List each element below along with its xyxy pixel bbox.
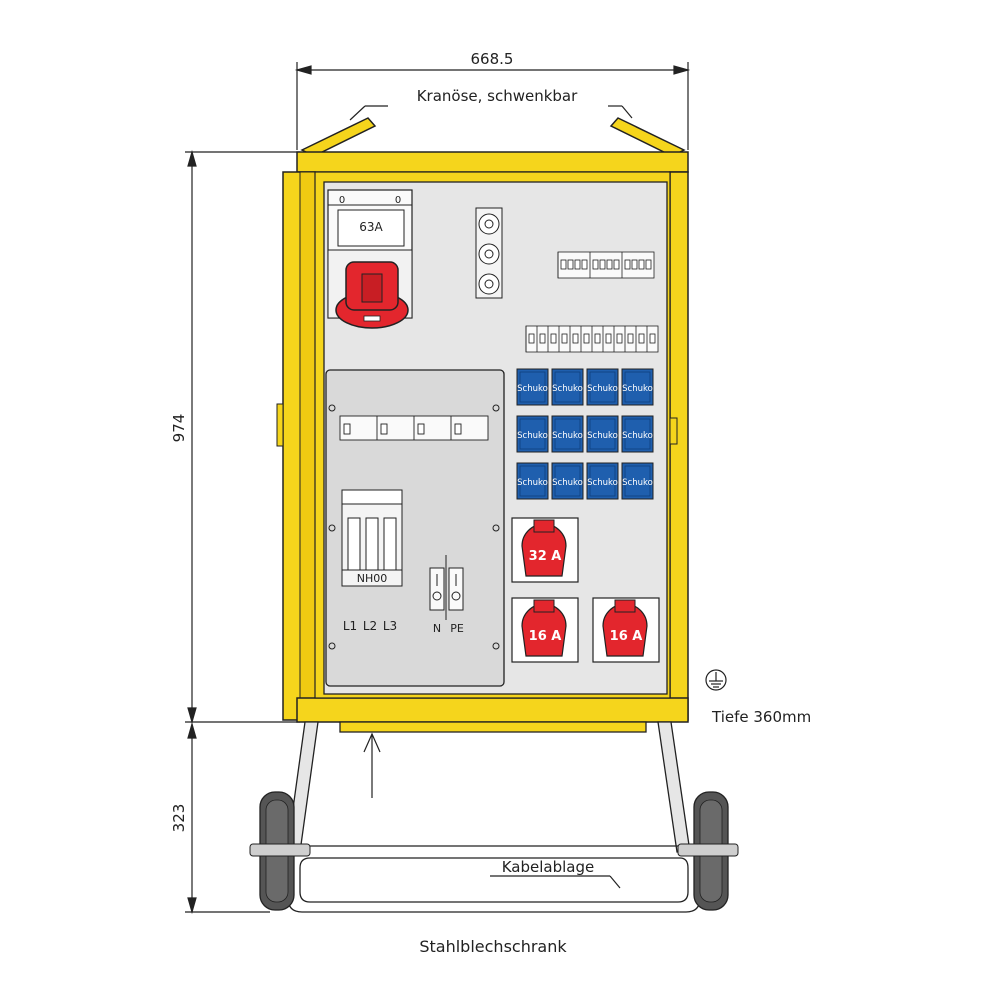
schuko-socket: Schuko xyxy=(516,462,549,500)
cee-label-16a-right: 16 A xyxy=(610,629,643,644)
cee-socket-32a xyxy=(511,517,579,583)
schuko-socket: Schuko xyxy=(621,415,654,453)
mcb-row xyxy=(525,325,659,353)
cable-tray-label: Kabelablage xyxy=(502,858,595,876)
schuko-label: Schuko xyxy=(587,478,618,488)
schuko-socket: Schuko xyxy=(551,462,584,500)
cee-label-16a-left: 16 A xyxy=(529,629,562,644)
main-breaker-63a xyxy=(327,189,413,329)
caption: Stahlblechschrank xyxy=(419,937,567,956)
schuko-socket: Schuko xyxy=(586,415,619,453)
cee-socket-16a-left xyxy=(511,597,579,663)
width-dimension xyxy=(294,62,691,150)
schuko-label: Schuko xyxy=(587,431,618,441)
ground-symbol-icon xyxy=(705,669,727,691)
trolley-frame xyxy=(286,721,701,913)
indicator-lamps xyxy=(475,207,503,299)
wheel-icon-left xyxy=(249,791,311,911)
rcd-row xyxy=(557,251,655,279)
cee-label-32a: 32 A xyxy=(529,549,562,564)
phase-l3: L3 xyxy=(383,619,397,633)
terminal-n: N xyxy=(433,622,441,635)
schuko-socket: Schuko xyxy=(516,415,549,453)
sub-panel-breakers xyxy=(339,415,489,441)
main-breaker-top-left: 0 xyxy=(339,195,345,206)
height-dimension xyxy=(185,149,300,915)
schuko-label: Schuko xyxy=(622,431,653,441)
main-breaker-rating: 63A xyxy=(359,220,383,234)
phase-l2: L2 xyxy=(363,619,377,633)
schuko-label: Schuko xyxy=(517,384,548,394)
schuko-socket: Schuko xyxy=(621,462,654,500)
fuse-base-label: NH00 xyxy=(357,572,388,585)
arrow-up-icon xyxy=(363,732,381,798)
terminal-block xyxy=(429,555,464,620)
schuko-label: Schuko xyxy=(552,384,583,394)
schuko-socket: Schuko xyxy=(551,368,584,406)
schuko-socket: Schuko xyxy=(586,462,619,500)
schuko-label: Schuko xyxy=(622,478,653,488)
height-cabinet-label: 974 xyxy=(170,414,188,443)
schuko-label: Schuko xyxy=(517,431,548,441)
crane-eye-right xyxy=(609,117,686,157)
main-breaker-top-right: 0 xyxy=(395,195,401,206)
depth-label: Tiefe 360mm xyxy=(711,708,811,726)
cable-tray-callout xyxy=(490,875,621,889)
width-label: 668.5 xyxy=(471,50,514,68)
schuko-label: Schuko xyxy=(552,478,583,488)
schuko-socket: Schuko xyxy=(621,368,654,406)
crane-eye-callout xyxy=(349,105,633,121)
crane-eye-label: Kranöse, schwenkbar xyxy=(417,87,578,105)
terminal-pe: PE xyxy=(450,622,464,635)
schuko-socket: Schuko xyxy=(551,415,584,453)
height-frame-label: 323 xyxy=(170,804,188,833)
schuko-label: Schuko xyxy=(517,478,548,488)
schuko-socket: Schuko xyxy=(586,368,619,406)
schuko-socket: Schuko xyxy=(516,368,549,406)
cee-socket-16a-right xyxy=(592,597,660,663)
schuko-label: Schuko xyxy=(552,431,583,441)
fuse-base-nh00 xyxy=(341,489,403,587)
crane-eye-left xyxy=(300,117,377,157)
phase-l1: L1 xyxy=(343,619,357,633)
schuko-label: Schuko xyxy=(587,384,618,394)
schuko-label: Schuko xyxy=(622,384,653,394)
wheel-icon-right xyxy=(677,791,739,911)
